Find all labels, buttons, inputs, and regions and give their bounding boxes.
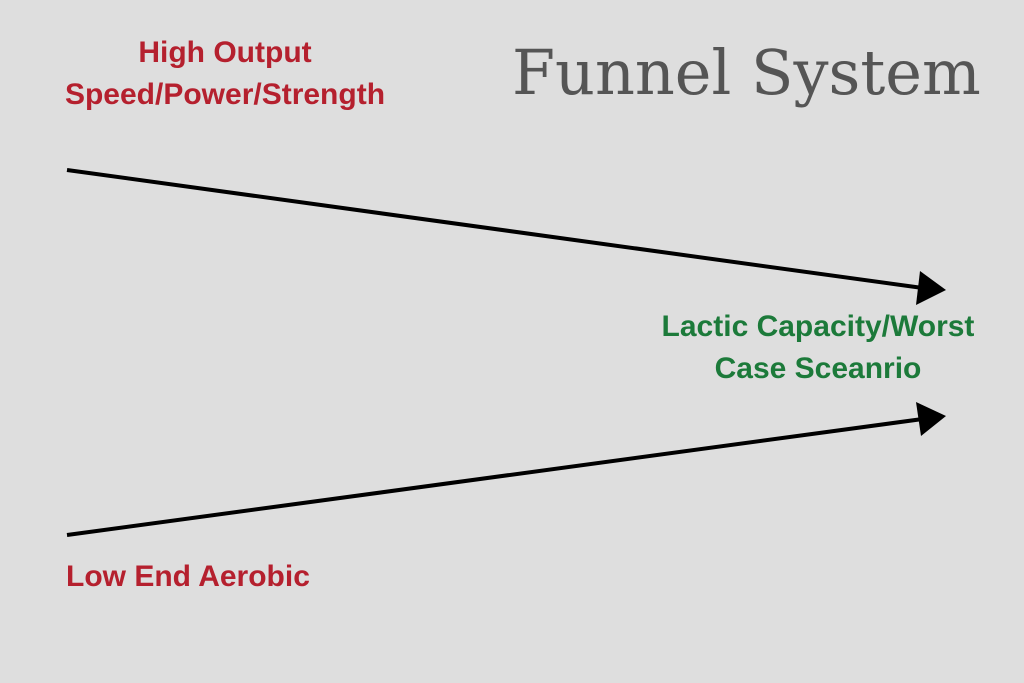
top-input-line-1: High Output xyxy=(138,36,312,69)
output-line-1: Lactic Capacity/Worst xyxy=(661,310,975,343)
output-label: Lactic Capacity/Worst Case Sceanrio xyxy=(628,306,1008,390)
diagram-title: Funnel System xyxy=(512,36,981,109)
bottom-input-label: Low End Aerobic xyxy=(66,556,310,598)
top-arrowhead xyxy=(916,271,946,305)
top-input-line-2: Speed/Power/Strength xyxy=(64,78,386,111)
top-input-label: High Output Speed/Power/Strength xyxy=(30,32,420,116)
output-line-2: Case Sceanrio xyxy=(714,352,922,385)
bottom-arrowhead xyxy=(916,402,946,436)
top-arrow xyxy=(66,168,931,291)
bottom-arrow xyxy=(66,416,931,537)
bottom-input-line-1: Low End Aerobic xyxy=(66,560,310,593)
